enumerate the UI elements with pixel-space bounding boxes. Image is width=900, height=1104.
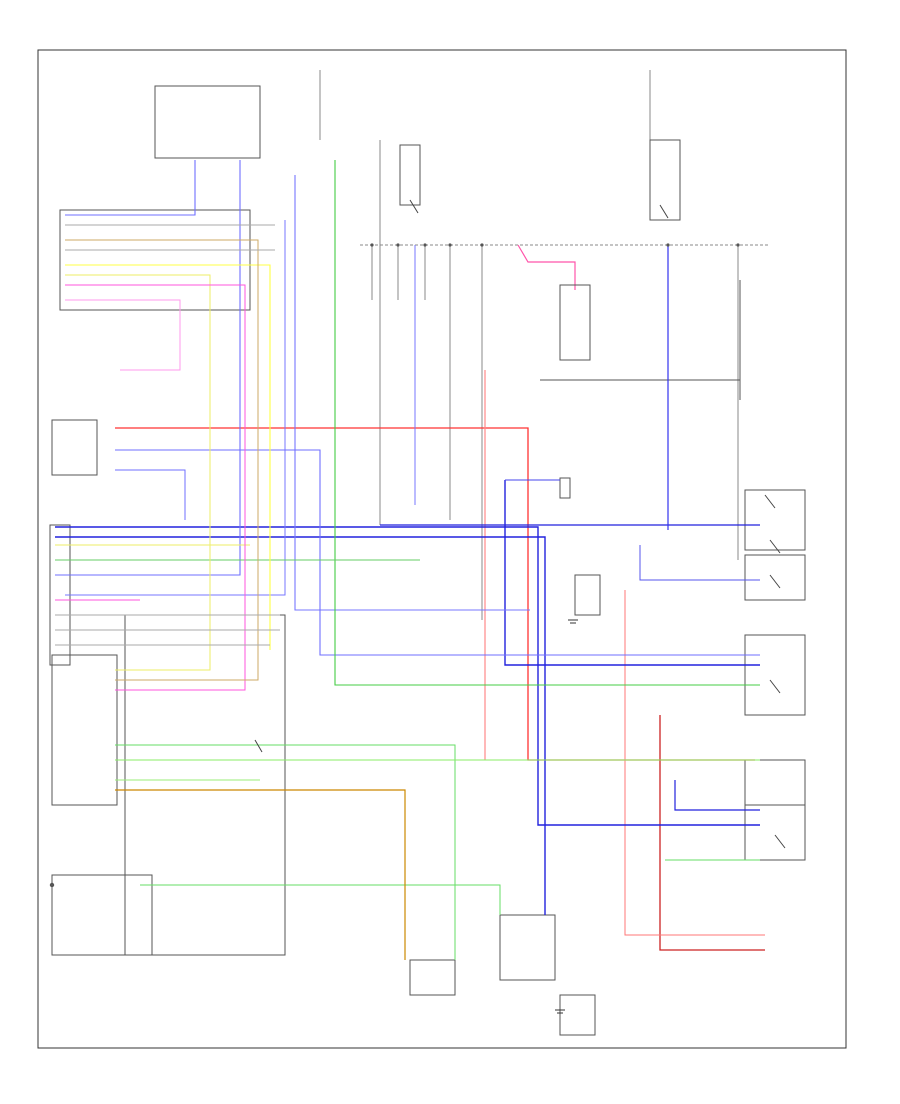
switch-contact-icon — [254, 199, 786, 849]
wire-green-4 — [140, 884, 501, 915]
ground-symbol-icon — [555, 619, 578, 1014]
sensor-box-bottom-3 — [559, 994, 596, 1036]
wire-blue-heavy-1 — [55, 526, 760, 826]
wire-blue-relay-5 — [674, 780, 760, 811]
relay-box-3 — [744, 634, 806, 716]
wire-green-1 — [334, 160, 760, 686]
wire-lightblue-3 — [294, 175, 530, 611]
relay-box-4 — [744, 759, 806, 806]
relay-box-2 — [744, 554, 806, 601]
wire-lightblue-2 — [55, 160, 241, 576]
connector-box-left-top — [59, 209, 251, 311]
wire-darkred-right — [659, 715, 765, 951]
wire-pink-1 — [65, 284, 246, 691]
wire-blue-to-relay — [504, 480, 760, 666]
wire-blue-heavy-2 — [55, 536, 546, 915]
wire-blue-relay-2 — [639, 545, 760, 581]
module-outline-left — [124, 614, 286, 956]
wire-pink-2 — [65, 299, 181, 371]
wire-red-right-2 — [624, 590, 765, 936]
wire-yellow-2 — [65, 274, 211, 671]
splice-points — [49, 243, 740, 888]
sensor-box-bottom-2 — [499, 914, 556, 981]
small-sensor-center — [559, 477, 571, 499]
wire-green-2 — [115, 744, 456, 960]
sensor-box-mid — [559, 284, 591, 361]
wire-lightblue-5 — [115, 449, 760, 656]
relay-box-top — [649, 139, 681, 221]
wire-orange — [115, 789, 406, 960]
fuse-relay-box — [154, 85, 261, 159]
light-sensor-box — [51, 874, 153, 956]
relay-box-5 — [744, 804, 806, 861]
ground-block-center — [574, 574, 601, 616]
wire-pink-top — [517, 244, 576, 290]
wire-lightblue-1 — [65, 160, 196, 216]
engine-control-module-box — [51, 654, 118, 806]
diagram-frame — [37, 49, 847, 1049]
ignition-switch-box — [51, 419, 98, 476]
relay-box-1 — [744, 489, 806, 551]
wire-lightblue-4 — [65, 220, 286, 596]
sensor-box-bottom-1 — [409, 959, 456, 996]
wire-tan — [65, 239, 259, 681]
switch-box-a — [399, 144, 421, 206]
wire-yellow-1 — [65, 264, 271, 650]
wire-lightblue-6 — [115, 469, 186, 520]
wire-red-main — [115, 427, 755, 761]
